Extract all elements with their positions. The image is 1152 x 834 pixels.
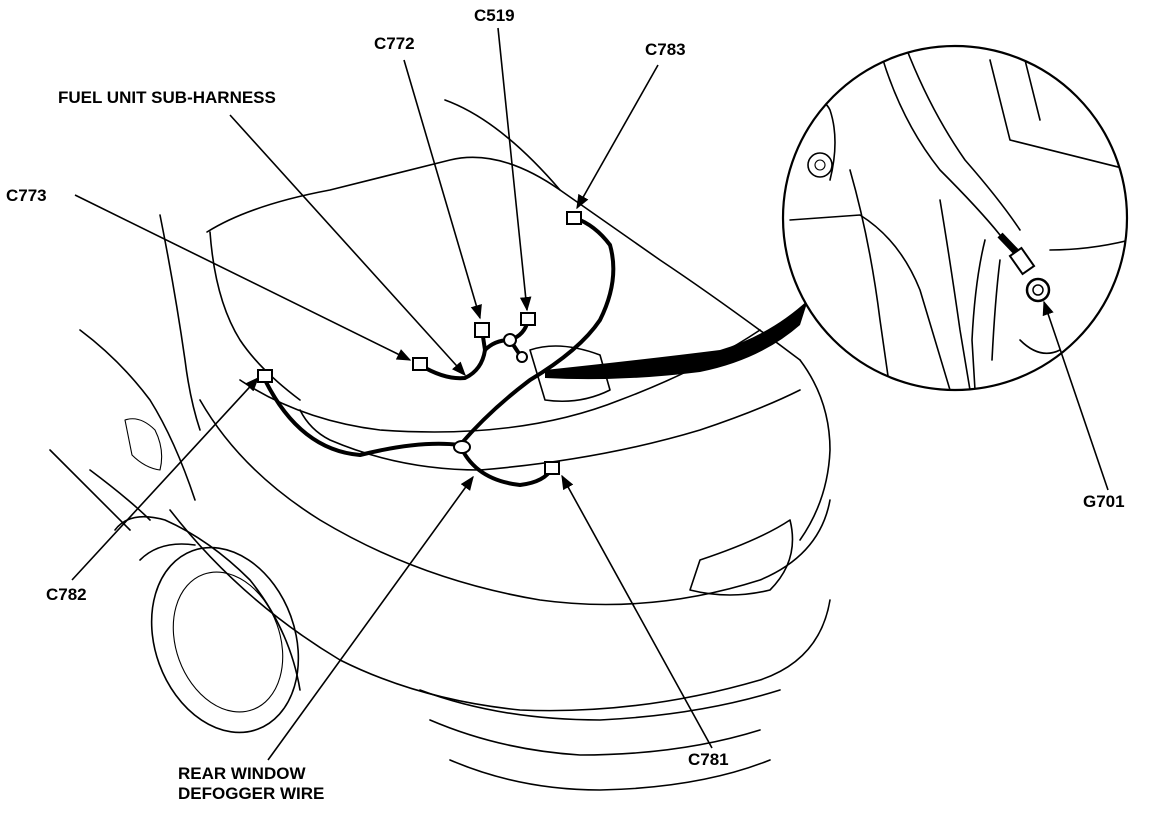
label-rear-window-line1: REAR WINDOW [178, 764, 306, 783]
label-c781: C781 [688, 750, 729, 769]
label-fuel-unit-sub-harness: FUEL UNIT SUB-HARNESS [58, 88, 276, 107]
label-g701: G701 [1083, 492, 1125, 511]
car-body [49, 99, 831, 791]
leader-lines [71, 27, 1109, 761]
label-c782: C782 [46, 585, 87, 604]
label-rear-window-defogger-wire: REAR WINDOW DEFOGGER WIRE [178, 764, 324, 804]
label-c773: C773 [6, 186, 47, 205]
detail-inset [545, 44, 1129, 392]
label-c783: C783 [645, 40, 686, 59]
wiring-harness [263, 216, 616, 487]
label-rear-window-line2: DEFOGGER WIRE [178, 784, 325, 803]
label-c519: C519 [474, 6, 515, 25]
connectors [257, 211, 582, 475]
label-c772: C772 [374, 34, 415, 53]
